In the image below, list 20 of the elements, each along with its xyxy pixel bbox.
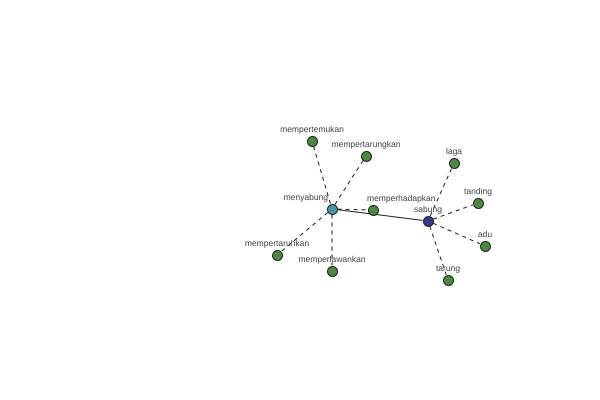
connector-line — [432, 204, 474, 220]
node-label: adu — [478, 229, 492, 239]
connector-line — [337, 208, 368, 210]
connector-line — [429, 226, 447, 276]
node-label: laga — [446, 146, 462, 156]
node-label: mempertarungkan — [332, 139, 400, 149]
node-label: tanding — [464, 186, 492, 196]
node-label: sabung — [414, 204, 442, 214]
connector-line — [280, 212, 328, 252]
node-label: mempertemukan — [280, 124, 344, 134]
connector-line — [432, 222, 480, 244]
node-label: memperhadapkan — [367, 193, 436, 203]
node-label: mempertaruhkan — [244, 238, 310, 248]
node-label: memperlawankan — [298, 254, 366, 264]
connector-line — [334, 160, 364, 205]
connector-line — [430, 168, 452, 216]
connector-line — [313, 146, 331, 204]
connector-line — [336, 209, 424, 221]
node-label: tarung — [436, 263, 460, 273]
node-label: menyabung — [284, 192, 328, 202]
